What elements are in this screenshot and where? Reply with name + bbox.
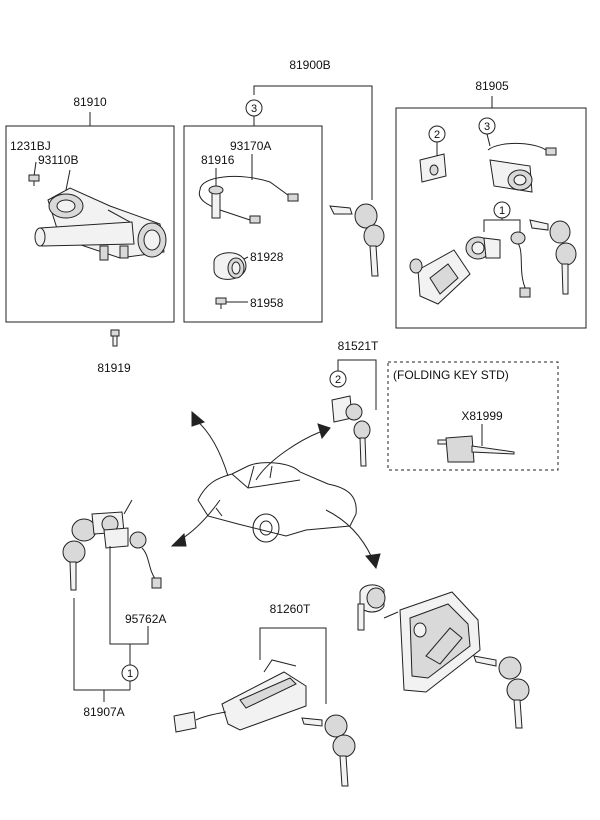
lock-cylinder-icon [465,231,531,298]
callout-2-81905: 2 [428,125,446,143]
label-81958: 81958 [250,296,284,310]
svg-text:2: 2 [335,374,341,386]
ignition-switch-icon [487,142,557,193]
key-icon [473,655,530,729]
group-box-93170a [183,125,323,323]
curved-arrow-icon [191,410,229,477]
door-lock-icon [331,395,371,467]
bolt-icon [28,174,40,186]
screw-icon [215,297,227,309]
leader-81900b [253,85,373,200]
svg-text:2: 2 [434,129,440,141]
label-93170a: 93170A [230,139,271,153]
label-81260t: 81260T [270,602,311,616]
label-1231bj: 1231BJ [10,139,51,153]
cap-icon [419,153,447,183]
trunk-handle-icon [399,591,481,693]
steering-lock-icon [34,187,167,261]
label-81928: 81928 [250,250,284,264]
trunk-handle-icon [409,249,471,305]
label-81905: 81905 [475,79,509,93]
curved-arrow-icon [325,509,381,570]
lock-cylinder-icon [213,252,247,280]
key-icon [329,203,385,277]
wire-harness-icon [198,175,299,224]
car-outline-icon [197,462,357,543]
callout-3-81905: 3 [478,117,496,135]
callout-3-top: 3 [245,99,263,117]
group-box-81905 [395,107,587,329]
label-81910: 81910 [73,95,107,109]
curved-arrow-icon [170,499,221,547]
folding-key-icon [437,435,515,463]
folding-key-note: (FOLDING KEY STD) [393,368,509,382]
key-icon [529,219,577,295]
trunk-lock-icon [173,659,307,733]
label-81907a: 81907A [83,705,124,719]
bolt-icon [110,329,120,347]
lock-cylinder-icon [357,584,399,631]
group-box-81910 [5,125,175,323]
label-81919: 81919 [97,361,131,375]
key-icon [301,714,356,787]
folding-key-box [387,361,559,471]
callout-1-81907a: 1 [121,664,139,682]
callout-1-81905: 1 [493,201,511,219]
svg-text:3: 3 [251,103,257,115]
label-81521t: 81521T [338,339,379,353]
label-81916: 81916 [201,153,235,167]
label-93110b: 93110B [38,153,78,167]
label-95762a: 95762A [125,612,166,626]
svg-text:1: 1 [127,668,133,680]
callout-2-81521t: 2 [329,370,347,388]
label-x81999: X81999 [461,409,503,423]
svg-text:1: 1 [499,205,505,217]
door-lock-icon [62,499,162,591]
svg-text:3: 3 [484,121,490,133]
label-81900b: 81900B [289,58,330,72]
curved-arrow-icon [255,423,331,481]
